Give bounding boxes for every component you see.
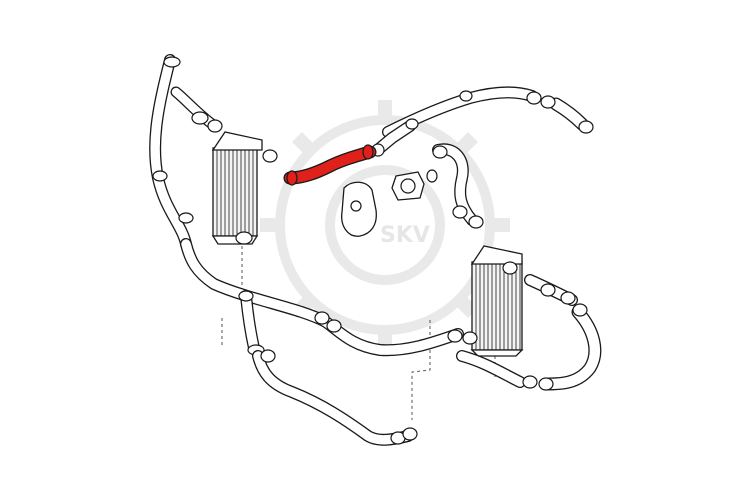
left-intercooler bbox=[211, 131, 278, 245]
watermark-text: SKV bbox=[380, 223, 430, 248]
hose-throttle-pipe bbox=[371, 118, 419, 157]
hose-top-right bbox=[540, 95, 594, 134]
skv-gear-watermark: SKV bbox=[260, 100, 510, 350]
highlighted-hose bbox=[283, 144, 377, 186]
hose-lower-left-pipe bbox=[180, 238, 464, 357]
throttle-body bbox=[341, 169, 438, 237]
hose-left-connector bbox=[170, 86, 223, 133]
hose-right-bottom-curve bbox=[538, 303, 602, 391]
hose-left-upright bbox=[149, 54, 194, 250]
hose-lower-middle bbox=[456, 350, 538, 389]
hose-bottom-pipe bbox=[252, 349, 418, 446]
hose-right-outlet bbox=[524, 274, 578, 306]
right-intercooler bbox=[462, 245, 524, 357]
hose-set bbox=[149, 54, 602, 446]
hose-mid-right-s bbox=[432, 143, 484, 229]
